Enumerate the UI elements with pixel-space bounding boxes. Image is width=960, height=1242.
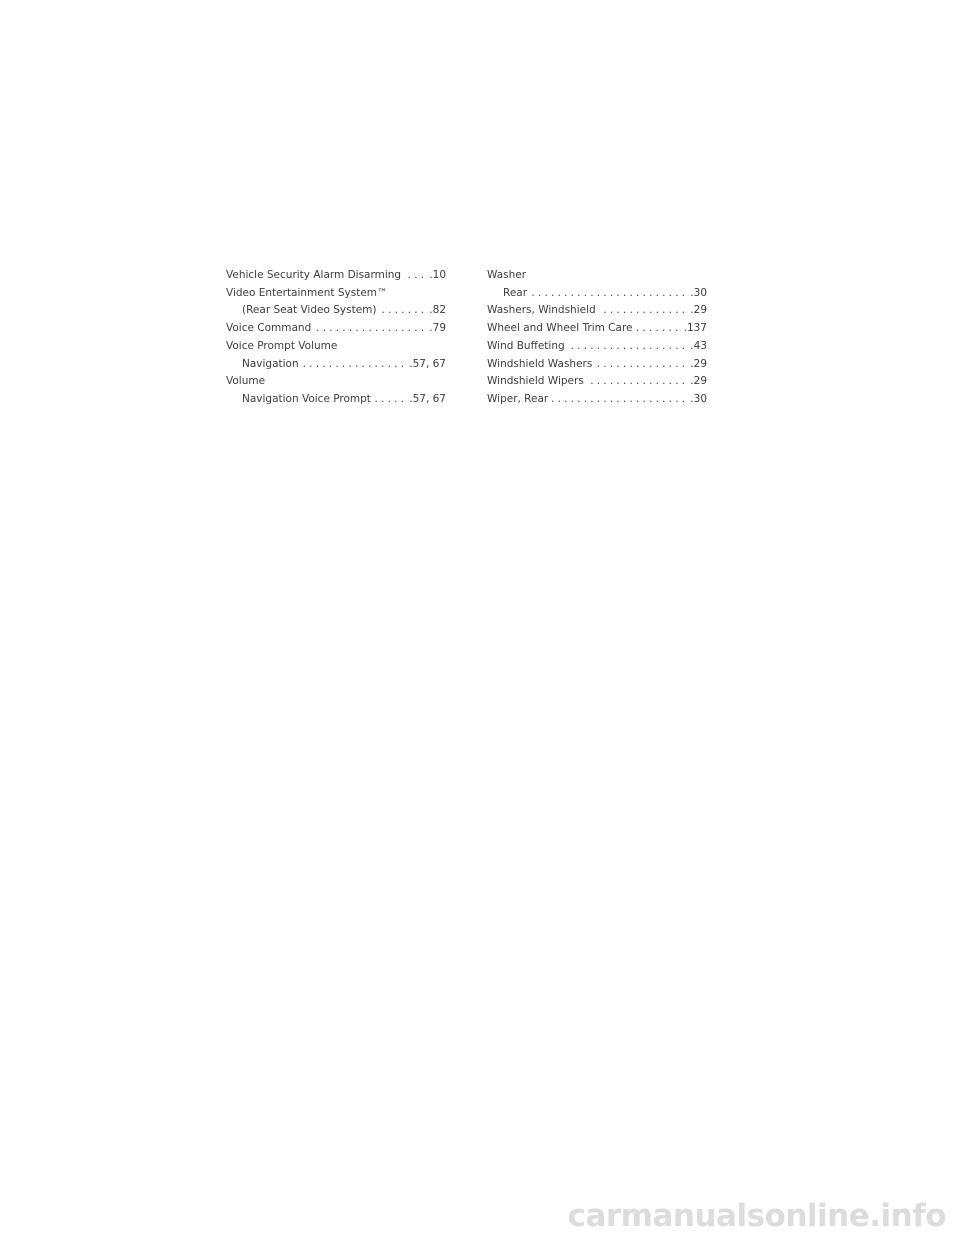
index-entry: Windshield Washers......................… bbox=[487, 356, 707, 374]
index-entry-label: Navigation bbox=[242, 357, 299, 370]
dot-leader: ........................................… bbox=[599, 304, 689, 317]
index-entry: Wheel and Wheel Trim Care...............… bbox=[487, 320, 707, 338]
index-entry: Washer bbox=[487, 267, 707, 285]
dot-leader: ........................................… bbox=[302, 357, 408, 370]
index-entry-label: Windshield Wipers bbox=[487, 375, 584, 388]
dot-leader: ........................................… bbox=[381, 304, 428, 317]
index-entry-label: Wheel and Wheel Trim Care bbox=[487, 322, 633, 335]
index-entry-page: .57, 67 bbox=[409, 357, 446, 370]
index-entry: Video Entertainment System™ bbox=[226, 285, 446, 303]
index-column-right: WasherRear..............................… bbox=[487, 267, 707, 409]
index-entry-page: .57, 67 bbox=[409, 392, 446, 405]
index-entry: Volume bbox=[226, 373, 446, 391]
index-entry-label: (Rear Seat Video System) bbox=[242, 304, 377, 317]
index-entry-label: Voice Prompt Volume bbox=[226, 339, 338, 352]
index-entry: Navigation Voice Prompt.................… bbox=[226, 391, 446, 409]
dot-leader: ........................................… bbox=[588, 375, 689, 388]
index-entry: Navigation..............................… bbox=[226, 356, 446, 374]
index-entry-label: Volume bbox=[226, 375, 266, 388]
index-entry-label: Voice Command bbox=[226, 322, 312, 335]
index-entry: Vehicle Security Alarm Disarming........… bbox=[226, 267, 446, 285]
index-entry-label: Navigation Voice Prompt bbox=[242, 392, 371, 405]
index-entry-label: Washers, Windshield bbox=[487, 304, 596, 317]
dot-leader: ........................................… bbox=[596, 357, 689, 370]
index-entry-page: .30 bbox=[690, 392, 707, 405]
dot-leader: ........................................… bbox=[531, 286, 689, 299]
index-entry-page: .29 bbox=[690, 357, 707, 370]
index-entry-page: .29 bbox=[690, 304, 707, 317]
index-entry-page: .30 bbox=[690, 286, 707, 299]
dot-leader: ........................................… bbox=[552, 392, 689, 405]
index-entry: Rear....................................… bbox=[487, 285, 707, 303]
dot-leader: ........................................… bbox=[374, 392, 408, 405]
index-entry-label: Washer bbox=[487, 269, 527, 281]
dot-leader: ........................................… bbox=[315, 322, 428, 335]
dot-leader: ........................................… bbox=[569, 339, 689, 352]
index-entry-label: Wind Buffeting bbox=[487, 339, 565, 352]
index-entry-label: Windshield Washers bbox=[487, 357, 593, 370]
index-entry-page: .82 bbox=[429, 304, 446, 317]
index-entry: Windshield Wipers.......................… bbox=[487, 373, 707, 391]
index-entry: Wind Buffeting..........................… bbox=[487, 338, 707, 356]
index-entry-page: .43 bbox=[690, 339, 707, 352]
index-entry: Wiper, Rear.............................… bbox=[487, 391, 707, 409]
index-entry: Voice Prompt Volume bbox=[226, 338, 446, 356]
index-entry-page: .29 bbox=[690, 375, 707, 388]
index-entry: (Rear Seat Video System)................… bbox=[226, 302, 446, 320]
index-entry-label: Wiper, Rear bbox=[487, 392, 549, 405]
index-entry: Voice Command...........................… bbox=[226, 320, 446, 338]
index-entry-page: .10 bbox=[429, 269, 446, 281]
index-entry-label: Video Entertainment System™ bbox=[226, 286, 388, 299]
index-entry-page: .79 bbox=[429, 322, 446, 335]
index-entry-page: .137 bbox=[683, 322, 707, 335]
index-entry-label: Rear bbox=[503, 286, 528, 299]
index-entry: Washers, Windshield.....................… bbox=[487, 302, 707, 320]
watermark-text: carmanualsonline.info bbox=[567, 1198, 947, 1234]
dot-leader: ........................................… bbox=[636, 322, 682, 335]
index-entry-label: Vehicle Security Alarm Disarming bbox=[226, 269, 402, 281]
dot-leader: ........................................… bbox=[405, 269, 428, 281]
index-column-left: Vehicle Security Alarm Disarming........… bbox=[226, 267, 446, 409]
